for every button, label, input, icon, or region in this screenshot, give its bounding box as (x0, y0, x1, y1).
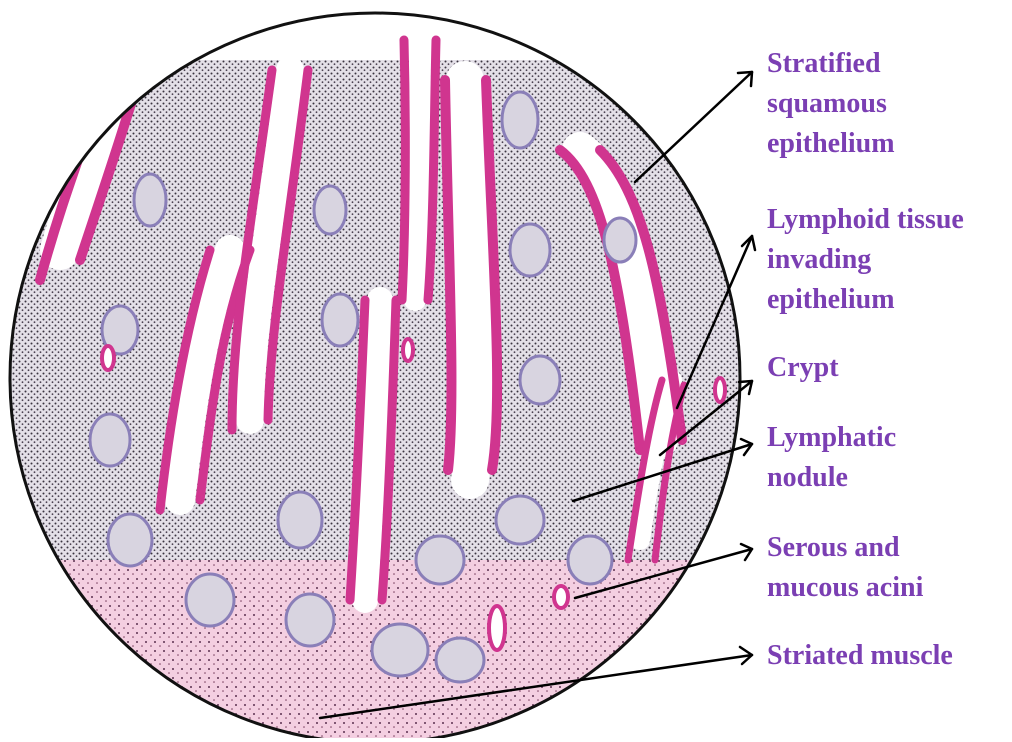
label-crypt: Crypt (767, 348, 839, 388)
label-line: epithelium (767, 124, 895, 164)
label-line: Lymphoid tissue (767, 200, 964, 240)
label-stratified-squamous-epithelium: Stratified squamous epithelium (767, 44, 895, 164)
label-striated-muscle: Striated muscle (767, 636, 953, 676)
label-line: Lymphatic (767, 418, 896, 458)
label-line: invading (767, 240, 964, 280)
label-serous-mucous-acini: Serous and mucous acini (767, 528, 923, 608)
label-line: mucous acini (767, 568, 923, 608)
label-line: squamous (767, 84, 895, 124)
label-line: epithelium (767, 280, 964, 320)
label-line: Striated muscle (767, 636, 953, 676)
label-line: nodule (767, 458, 896, 498)
label-line: Crypt (767, 348, 839, 388)
label-lymphoid-tissue: Lymphoid tissue invading epithelium (767, 200, 964, 320)
arrow-stratified (635, 72, 752, 182)
label-line: Serous and (767, 528, 923, 568)
tissue-section (0, 0, 760, 738)
label-line: Stratified (767, 44, 895, 84)
label-lymphatic-nodule: Lymphatic nodule (767, 418, 896, 498)
